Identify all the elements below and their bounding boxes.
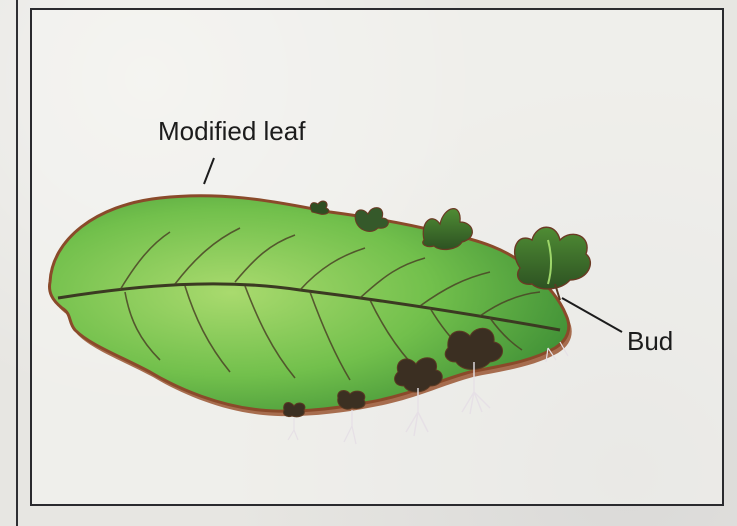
plantlet-small-1 bbox=[310, 201, 328, 214]
plantlet-with-roots-3 bbox=[338, 391, 365, 444]
plantlet-with-roots-4 bbox=[283, 403, 304, 440]
modified-leaf-label: Modified leaf bbox=[158, 116, 305, 147]
modified-leaf-pointer bbox=[204, 158, 214, 184]
plantlet-small-2 bbox=[355, 208, 388, 232]
bud-label: Bud bbox=[627, 326, 673, 357]
